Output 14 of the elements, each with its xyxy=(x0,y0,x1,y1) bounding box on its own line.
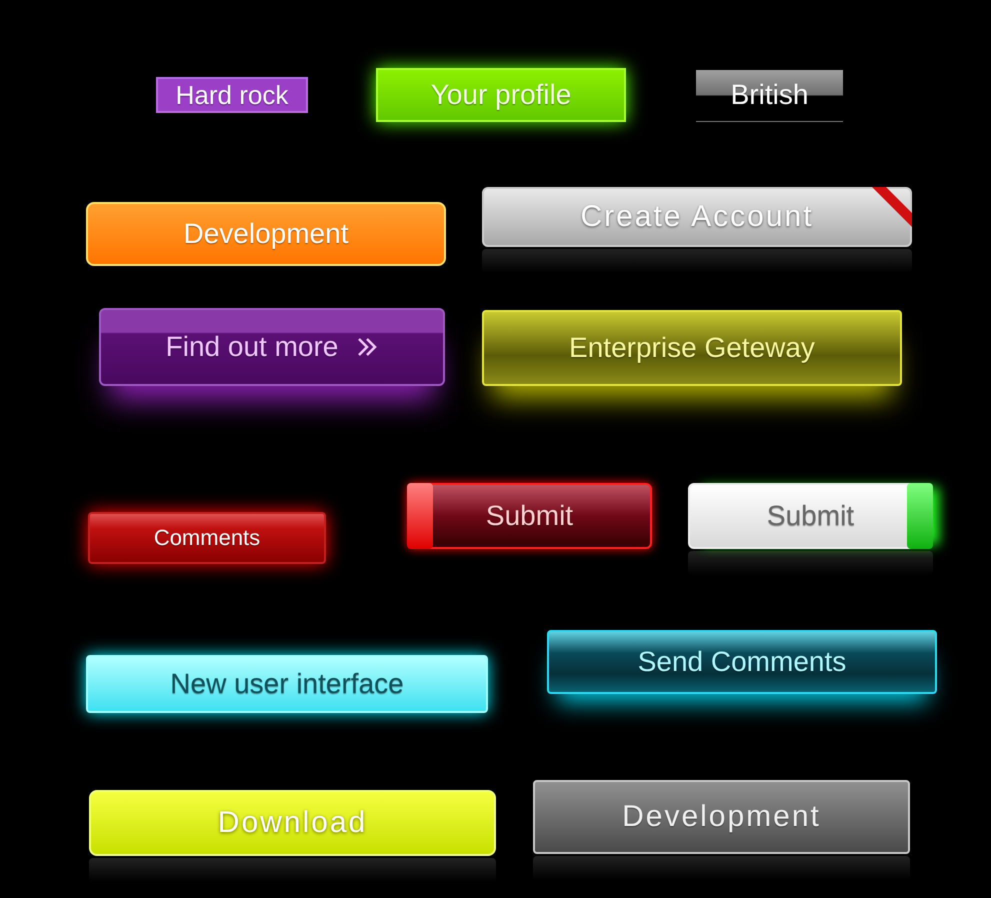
glossy-button: Create Account xyxy=(482,187,912,247)
glossy-button: Comments xyxy=(88,512,326,564)
glossy-button: Hard rock xyxy=(156,77,308,113)
glossy-button: Your profile xyxy=(376,68,626,122)
glossy-button: Download xyxy=(89,790,496,856)
glossy-button: Find out more xyxy=(99,308,445,386)
glossy-button: New user interface xyxy=(86,655,488,713)
glossy-button: Submit xyxy=(688,483,933,549)
glossy-button: Enterprise Geteway xyxy=(482,310,902,386)
glossy-button: Development xyxy=(533,780,910,854)
glossy-button: Send Comments xyxy=(547,630,937,694)
glossy-button: British xyxy=(694,68,845,122)
glossy-button: Submit xyxy=(407,483,652,549)
glossy-button: Development xyxy=(86,202,446,266)
